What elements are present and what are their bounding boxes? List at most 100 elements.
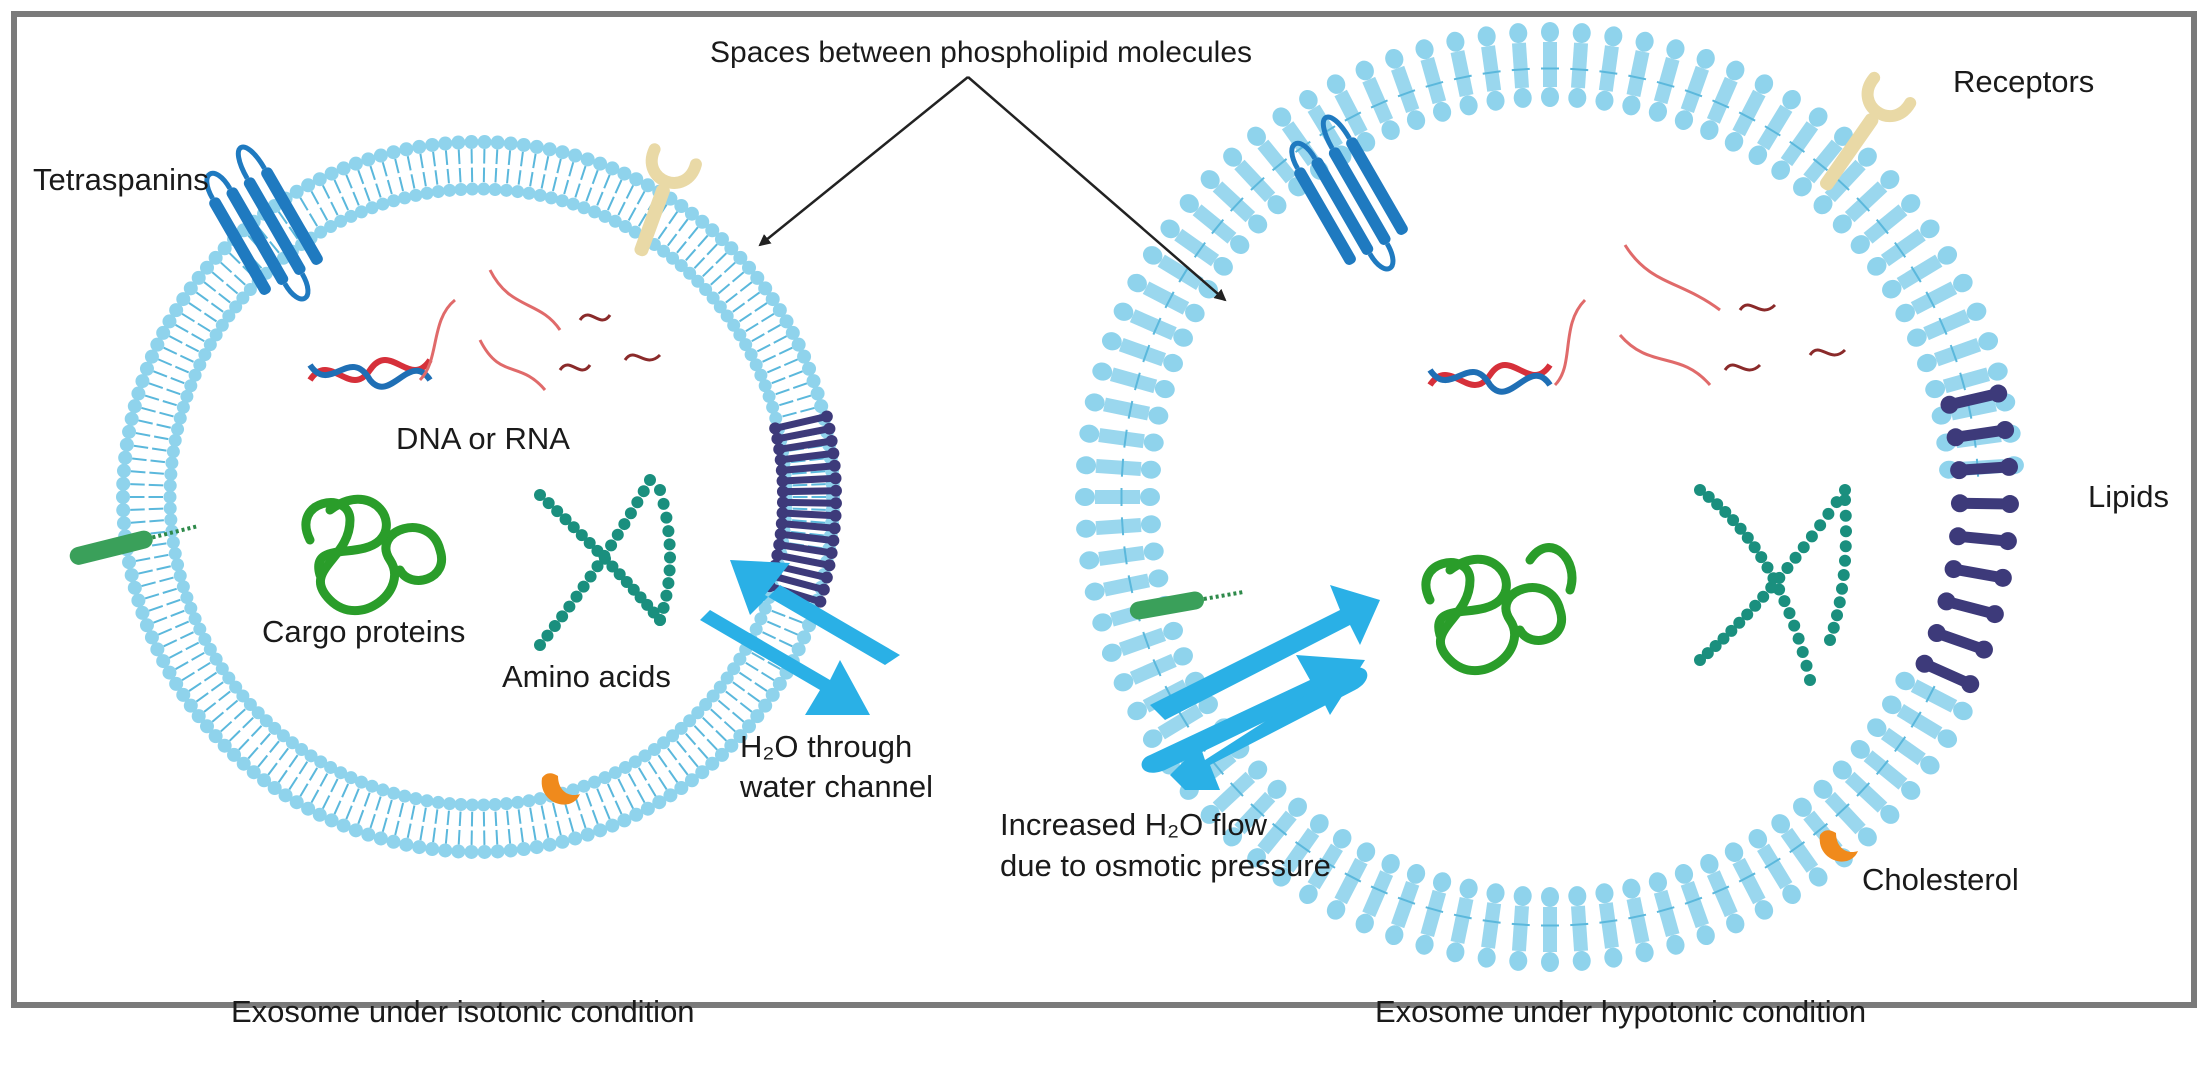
rna-icon: [1553, 244, 1847, 387]
phospholipid-head: [1288, 797, 1307, 817]
lipid-tail: [1118, 627, 1167, 656]
phospholipid-head: [1127, 701, 1147, 721]
phospholipid-head: [511, 795, 525, 809]
lipid-tail: [532, 825, 537, 841]
amino-acid-bead: [1711, 498, 1724, 511]
lipid-tail: [725, 292, 738, 304]
phospholipid-head: [1907, 328, 1927, 347]
lipid-tail: [637, 213, 648, 227]
receptor-icon: [634, 143, 702, 257]
phospholipid-head: [1272, 107, 1292, 127]
lipid-tail: [809, 457, 824, 462]
phospholipid-head: [1696, 48, 1715, 69]
phospholipid-head: [215, 662, 229, 676]
phospholipid-head: [608, 214, 622, 228]
phospholipid-head: [1198, 279, 1218, 299]
phospholipid-head: [188, 368, 202, 382]
phospholipid-head: [647, 742, 661, 756]
receptor-icon: [1820, 71, 1917, 191]
phospholipid-head: [742, 260, 757, 275]
phospholipid-head: [1850, 740, 1870, 759]
phospholipid-head: [1113, 302, 1134, 321]
lipid-head: [2000, 457, 2019, 476]
phospholipid-head: [354, 775, 368, 789]
amino-acid-bead: [1805, 530, 1818, 543]
amino-acid-bead: [1800, 659, 1813, 672]
phospholipid-head: [1140, 488, 1160, 506]
lipid-tail: [1481, 45, 1502, 92]
lipid-tail: [1863, 204, 1908, 244]
lipid-tail: [556, 158, 562, 174]
lipid-tail: [790, 530, 806, 535]
phospholipid-head: [1356, 842, 1376, 862]
phospholipid-head: [398, 789, 412, 803]
phospholipid-head: [344, 771, 358, 785]
lipid-tail: [1425, 906, 1444, 914]
phospholipid-head: [180, 591, 194, 605]
phospholipid-head: [156, 654, 171, 669]
lipid-tail: [168, 335, 183, 344]
phospholipid-head: [1513, 886, 1532, 907]
phospholipid-head: [1700, 854, 1719, 874]
lipid-tail: [432, 151, 436, 167]
phospholipid-head: [304, 749, 318, 763]
phospholipid-head: [131, 593, 146, 608]
lipid-tail: [1334, 89, 1368, 137]
phospholipid-head: [1299, 89, 1318, 110]
lipid-tail: [1250, 176, 1265, 191]
lipid-tail: [357, 169, 365, 185]
phospholipid-head: [1901, 781, 1921, 800]
lipid-tail: [710, 274, 723, 286]
lipid-tail: [1789, 841, 1806, 854]
lipid-tail: [141, 581, 156, 587]
phospholipid-head: [617, 813, 632, 828]
cholesterol-label: Cholesterol: [1862, 862, 2019, 897]
phospholipid-head: [163, 490, 177, 504]
amino-acid-bead: [662, 577, 675, 590]
lipid-tail: [242, 716, 254, 729]
lipid-tail: [1453, 74, 1472, 81]
lipid-tail: [1127, 575, 1134, 594]
phospholipid-head: [666, 251, 680, 265]
phospholipid-head: [150, 642, 165, 657]
lipid-tail: [1511, 42, 1530, 89]
phospholipid-head: [222, 671, 236, 685]
phospholipid-head: [1248, 760, 1268, 780]
lipid-tail: [1481, 902, 1502, 949]
lipid-tail: [277, 211, 288, 225]
phospholipid-head: [173, 569, 187, 583]
phospholipid-head: [412, 139, 427, 154]
phospholipid-head: [522, 794, 536, 808]
lipid-tail: [790, 459, 806, 464]
lipid-tail: [162, 587, 177, 594]
phospholipid-head: [1771, 160, 1791, 180]
phospholipid-head: [1101, 332, 1122, 351]
lipid-tail: [225, 699, 239, 711]
phospholipid-head: [1406, 110, 1426, 130]
phospholipid-head: [499, 183, 513, 197]
phospholipid-head: [629, 807, 644, 822]
lipid-head: [773, 538, 786, 551]
phospholipid-head: [1595, 883, 1614, 904]
lipid-tail: [603, 174, 611, 189]
lipid-tail: [715, 252, 728, 265]
lipid-tail: [495, 149, 499, 165]
phospholipid-head: [399, 837, 414, 852]
phospholipid-head: [267, 781, 282, 796]
phospholipid-head: [691, 706, 705, 720]
lipid-tail: [494, 167, 498, 183]
phospholipid-head: [1433, 872, 1452, 893]
phospholipid-head: [618, 220, 632, 234]
amino-acid-bead: [605, 539, 618, 552]
lipid-tail: [697, 746, 709, 760]
phospholipid-head: [236, 689, 250, 703]
lipid-tail: [1344, 111, 1362, 122]
lipid-tail: [321, 185, 331, 199]
lipid-tail: [596, 788, 604, 803]
lipid-tail: [341, 783, 350, 798]
amino-acid-bead: [1788, 619, 1801, 632]
lipid-head: [828, 522, 841, 535]
phospholipid-head: [477, 135, 492, 150]
lipid-tail: [1425, 80, 1444, 88]
lipid-tail: [1598, 45, 1619, 92]
